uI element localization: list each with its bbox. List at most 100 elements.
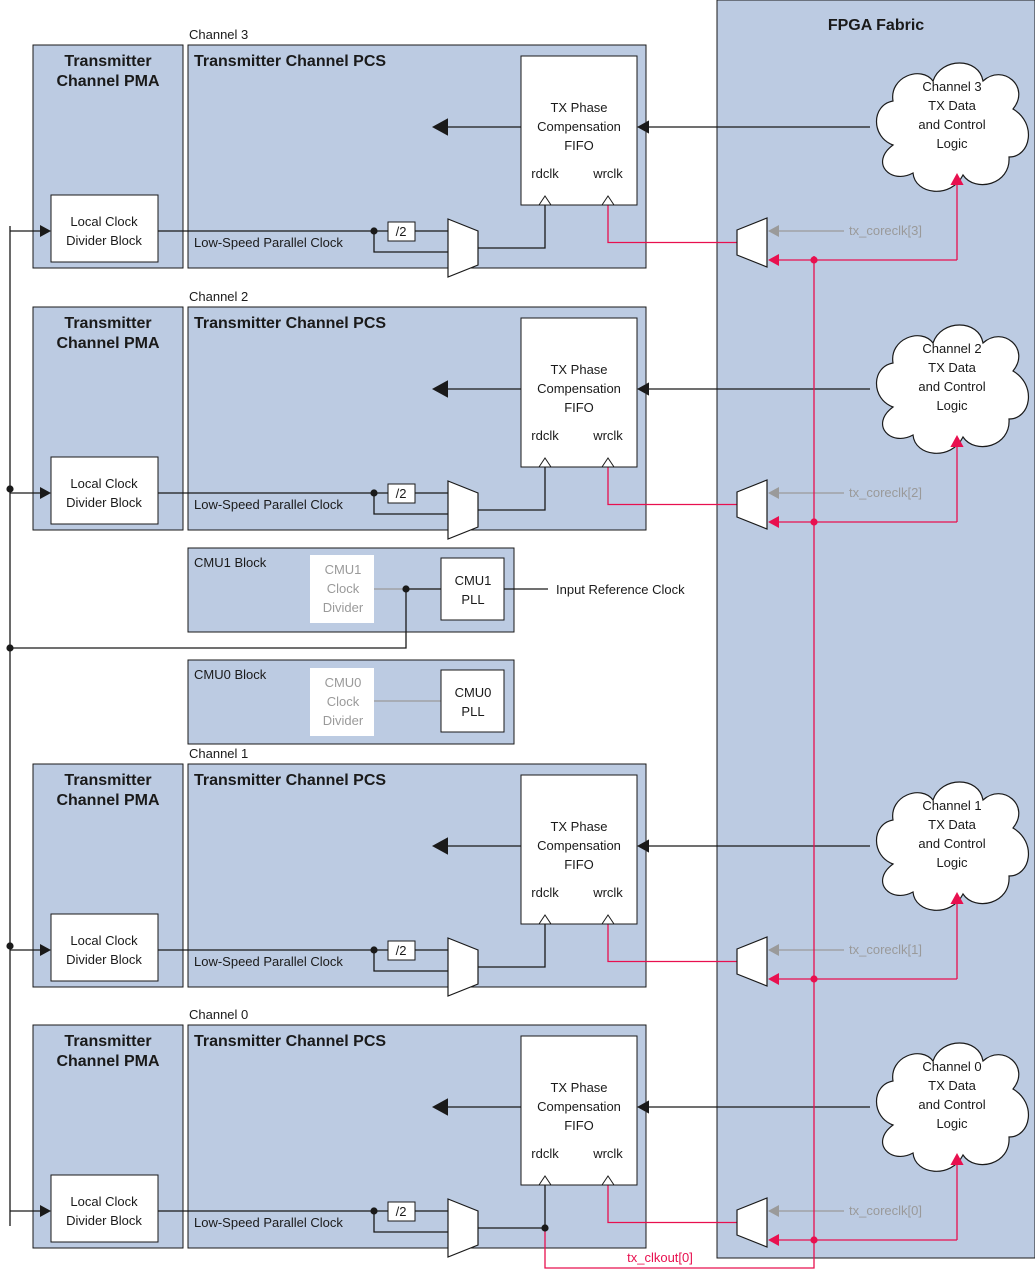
cloud-label: Logic [936,398,968,413]
low-speed-parallel-clock-label: Low-Speed Parallel Clock [194,1215,343,1230]
cmu1-clock-wire [10,589,407,649]
tx-phase-fifo [520,55,638,206]
divide-by-2-label: /2 [396,943,407,958]
tx-coreclk-label: tx_coreclk[0] [849,1203,922,1218]
local-clock-label: Divider Block [66,495,142,510]
cloud-label: Channel 3 [922,79,981,94]
cmu1-junction-dot [402,585,410,593]
clock-mux [447,937,479,997]
fifo-label: TX Phase [550,1080,607,1095]
wrclk-port-triangle [601,1175,615,1186]
wrclk-port-triangle [601,457,615,468]
channel-label: Channel 3 [189,27,248,42]
wrclk-port-triangle [601,195,615,206]
local-clock-divider-block [50,194,159,263]
cloud-label: Logic [936,855,968,870]
clock-wire [373,231,448,253]
tx-data-control-logic-cloud [876,781,1029,911]
divide-by-2-label: /2 [396,486,407,501]
junction-dot [370,946,378,954]
coreclk-mux [736,479,768,530]
cmu1-clock-divider [310,555,374,623]
clkout-feed-arrow [768,1233,779,1247]
rdclk-port-triangle [538,1175,552,1186]
cloud-clock-arrow [950,173,964,185]
fpga-fabric-block [716,0,1035,1259]
cloud-label: TX Data [928,817,976,832]
tx-clkout-junction-dot [541,1224,549,1232]
clkout-junction-dot [810,518,818,526]
wrclk-label: wrclk [592,166,623,181]
data-out-arrow [432,837,448,855]
cloud-label: and Control [918,379,985,394]
rdclk-wire [478,196,546,249]
divide-by-2-label: /2 [396,1204,407,1219]
local-clock-label: Divider Block [66,1213,142,1228]
channel-label: Channel 0 [189,1007,248,1022]
tx-coreclk-arrow [768,486,779,500]
rdclk-wire [478,458,546,511]
cloud-label: TX Data [928,1078,976,1093]
fifo-label: Compensation [537,119,621,134]
local-clock-label: Divider Block [66,233,142,248]
local-clock-label: Local Clock [70,214,138,229]
clock-bus-dot [6,942,14,950]
cloud-label: and Control [918,1097,985,1112]
clkout-feed-arrow [768,253,779,267]
tx-data-control-logic-cloud [876,324,1029,454]
pma-title: Transmitter [64,1033,151,1050]
coreclk-mux [736,217,768,268]
rdclk-wire [478,915,546,968]
cmu1-title: CMU1 Block [194,555,267,570]
cloud-clock-arrow [950,1153,964,1165]
cloud-label: Channel 2 [922,341,981,356]
cloud-label: TX Data [928,98,976,113]
low-speed-parallel-clock-label: Low-Speed Parallel Clock [194,954,343,969]
fifo-label: TX Phase [550,100,607,115]
fifo-label: FIFO [564,400,594,415]
clkout-junction-dot [810,256,818,264]
rdclk-port-triangle [538,195,552,206]
cloud-label: Channel 1 [922,798,981,813]
pma-title: Channel PMA [56,792,160,809]
rdclk-label: rdclk [531,428,559,443]
clock-mux [447,480,479,540]
clock-bus-arrow [40,224,51,238]
cmu1-pll-label: PLL [461,592,484,607]
cloud-label: Logic [936,1116,968,1131]
local-clock-label: Divider Block [66,952,142,967]
pcs-title: Transmitter Channel PCS [194,53,386,70]
cmu1-divider-label: Divider [323,600,364,615]
clock-bus-arrow [40,486,51,500]
junction-dot [370,227,378,235]
cmu1-pll [440,557,505,621]
pcs-title: Transmitter Channel PCS [194,315,386,332]
cloud-label: Channel 0 [922,1059,981,1074]
divide-by-2-box [387,940,416,961]
data-arrow [637,839,649,853]
divide-by-2-label: /2 [396,224,407,239]
tx-coreclk-arrow [768,943,779,957]
cloud-clock-arrow [950,892,964,904]
tx-coreclk-arrow [768,224,779,238]
clock-wire [373,950,448,972]
cloud-label: TX Data [928,360,976,375]
divide-by-2-box [387,483,416,504]
tx-coreclk-arrow [768,1204,779,1218]
clock-bus-arrow [40,1204,51,1218]
channel-label: Channel 1 [189,746,248,761]
wrclk-wire [607,1176,737,1224]
data-arrow [637,1100,649,1114]
clock-wire [373,1211,448,1233]
cmu0-title: CMU0 Block [194,667,267,682]
fifo-label: TX Phase [550,819,607,834]
cmu0-pll-label: PLL [461,704,484,719]
pma-title: Transmitter [64,772,151,789]
local-clock-label: Local Clock [70,476,138,491]
pma-title: Transmitter [64,315,151,332]
pma-title: Transmitter [64,53,151,70]
clock-bus-arrow [40,943,51,957]
tx-phase-fifo [520,1035,638,1186]
tx-data-control-logic-cloud [876,1042,1029,1172]
pcs-title: Transmitter Channel PCS [194,1033,386,1050]
